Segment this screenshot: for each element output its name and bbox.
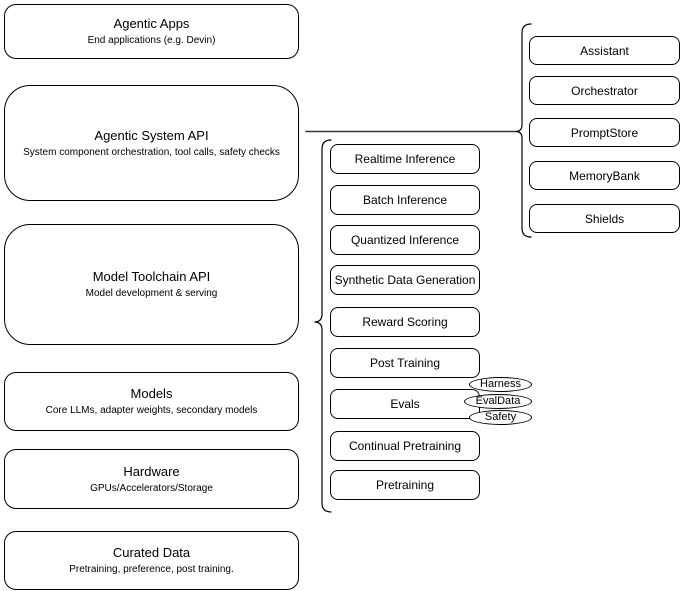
toolchain-op-box-continual-pretraining: Continual Pretraining	[330, 431, 480, 461]
layer-box-model-toolchain-api: Model Toolchain API Model development & …	[4, 224, 299, 345]
toolchain-op-box-evals: Evals	[330, 389, 480, 419]
toolchain-op-label: Reward Scoring	[362, 315, 448, 329]
layer-subtitle: GPUs/Accelerators/Storage	[90, 482, 213, 494]
layer-subtitle: End applications (e.g. Devin)	[87, 35, 216, 46]
toolchain-brace	[314, 139, 332, 513]
toolchain-op-box-realtime-inference: Realtime Inference	[330, 144, 480, 174]
system-component-box-orchestrator: Orchestrator	[529, 76, 680, 105]
layer-box-curated-data: Curated Data Pretraining, preference, po…	[4, 531, 299, 590]
layer-subtitle: Pretraining, preference, post training.	[69, 564, 234, 575]
toolchain-op-label: Pretraining	[375, 478, 435, 492]
system-component-label: Assistant	[580, 43, 629, 58]
system-component-box-promptstore: PromptStore	[529, 118, 680, 147]
eval-tag-oval-harness: Harness	[469, 377, 532, 392]
system-component-label: Orchestrator	[571, 83, 638, 98]
toolchain-op-box-batch-inference: Batch Inference	[330, 185, 480, 215]
toolchain-op-label: Evals	[390, 397, 420, 411]
toolchain-op-box-synthetic-data-generation: Synthetic Data Generation	[330, 265, 480, 295]
system-component-box-assistant: Assistant	[529, 36, 680, 65]
layer-title: Agentic System API	[94, 127, 209, 143]
toolchain-op-label: Post Training	[369, 356, 441, 370]
toolchain-op-label: Synthetic Data Generation	[334, 273, 476, 287]
layer-title: Hardware	[123, 463, 180, 479]
layer-box-hardware: Hardware GPUs/Accelerators/Storage	[4, 449, 299, 509]
layer-box-agentic-system-api: Agentic System API System component orch…	[4, 85, 299, 201]
toolchain-op-box-quantized-inference: Quantized Inference	[330, 225, 480, 255]
toolchain-op-box-post-training: Post Training	[330, 348, 480, 378]
system-component-box-memorybank: MemoryBank	[529, 161, 680, 190]
system-component-label: PromptStore	[570, 125, 639, 140]
system-component-label: MemoryBank	[569, 168, 640, 183]
layer-title: Agentic Apps	[113, 16, 190, 31]
toolchain-op-label: Continual Pretraining	[348, 439, 462, 453]
toolchain-op-box-pretraining: Pretraining	[330, 470, 480, 500]
layer-subtitle: Core LLMs, adapter weights, secondary mo…	[45, 405, 258, 416]
toolchain-op-box-reward-scoring: Reward Scoring	[330, 307, 480, 337]
layer-title: Model Toolchain API	[92, 269, 211, 284]
eval-tag-label: Safety	[484, 411, 517, 423]
eval-tag-oval-safety: Safety	[469, 410, 532, 425]
layer-title: Curated Data	[112, 545, 191, 560]
layer-subtitle: System component orchestration, tool cal…	[23, 146, 280, 158]
layer-subtitle: Model development & serving	[85, 288, 218, 299]
eval-tag-label: Harness	[480, 378, 521, 390]
toolchain-op-label: Realtime Inference	[354, 152, 456, 166]
eval-tag-oval-evaldata: EvalData	[464, 394, 532, 409]
layer-title: Models	[130, 386, 173, 401]
system-component-box-shields: Shields	[529, 204, 680, 233]
eval-tag-label: EvalData	[475, 395, 521, 407]
system-component-label: Shields	[584, 211, 625, 226]
layer-box-models: Models Core LLMs, adapter weights, secon…	[4, 372, 299, 431]
layer-box-agentic-apps: Agentic Apps End applications (e.g. Devi…	[4, 4, 299, 59]
toolchain-op-label: Batch Inference	[362, 193, 448, 207]
toolchain-op-label: Quantized Inference	[350, 233, 460, 247]
